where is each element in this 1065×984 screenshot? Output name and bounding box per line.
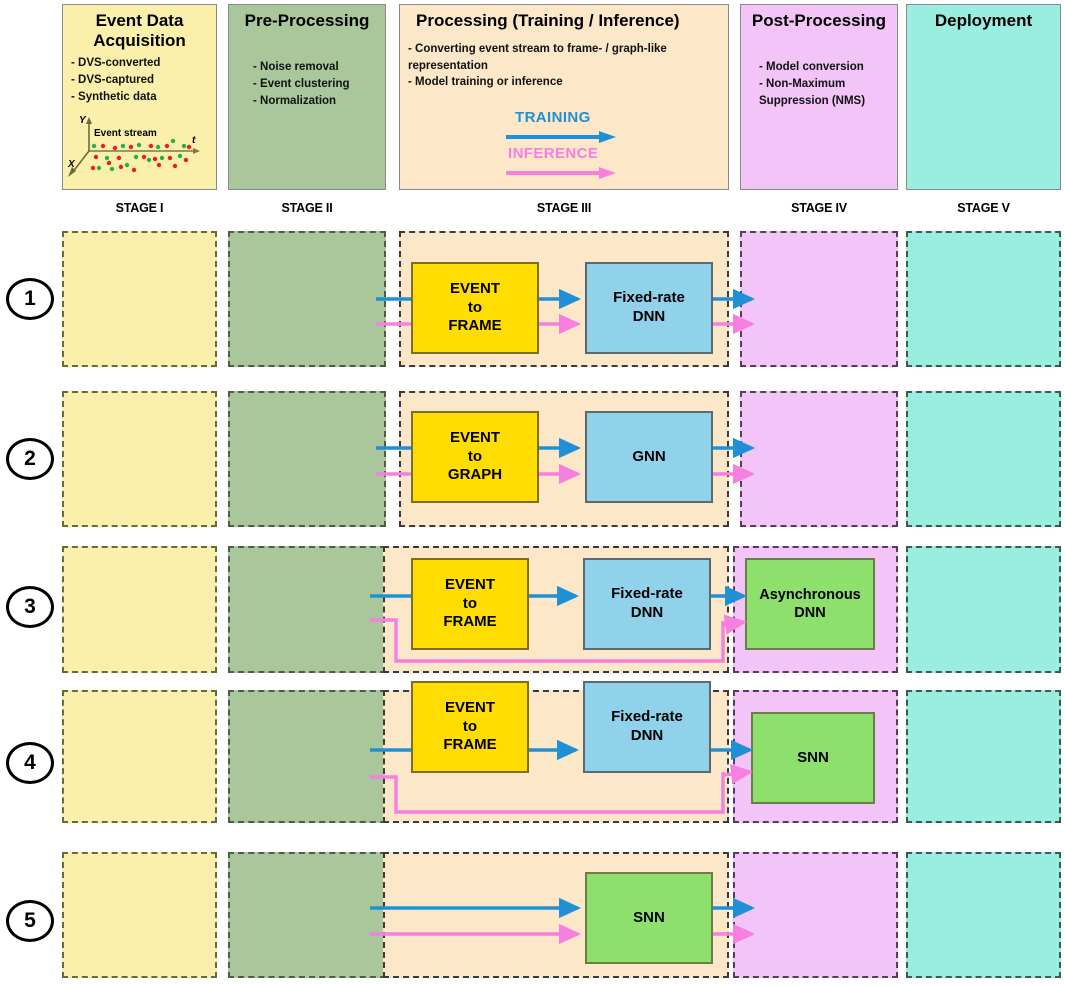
row-2-cell-stage-4 xyxy=(740,391,898,527)
row-4-cell-stage-1 xyxy=(62,690,217,823)
row-2-box-event-to-graph[interactable]: EVENT to GRAPH xyxy=(411,411,539,503)
box-label: GNN xyxy=(632,447,666,465)
event-plot-caption: Event stream xyxy=(94,128,157,139)
event-plot-t-label: t xyxy=(192,135,196,146)
row-4-box-fixed-rate-dnn[interactable]: Fixed-rate DNN xyxy=(583,681,711,773)
row-1-box-event-to-frame[interactable]: EVENT to FRAME xyxy=(411,262,539,354)
header-title-stage-5: Deployment xyxy=(934,11,1033,30)
stage-label-4: STAGE IV xyxy=(791,201,847,215)
header-bullet: - DVS-captured xyxy=(71,74,155,87)
stage-label-5: STAGE V xyxy=(957,201,1010,215)
box-label: Fixed-rate DNN xyxy=(613,289,685,325)
row-4-cell-stage-2 xyxy=(228,690,386,823)
row-number-3: 3 xyxy=(6,586,54,628)
legend-arrow-training xyxy=(506,131,616,143)
row-2-cell-stage-2 xyxy=(228,391,386,527)
row-3-box-event-to-frame[interactable]: EVENT to FRAME xyxy=(411,558,529,650)
event-plot-x-label: X xyxy=(68,159,75,170)
box-label: Asynchronous DNN xyxy=(759,586,861,621)
row-2-box-gnn[interactable]: GNN xyxy=(585,411,713,503)
row-5-box-snn[interactable]: SNN xyxy=(585,872,713,964)
header-card-stage-2: Pre-Processing - Noise removal - Event c… xyxy=(228,4,386,190)
row-4-box-snn[interactable]: SNN xyxy=(751,712,875,804)
header-bullet: Suppression (NMS) xyxy=(759,95,866,108)
event-stream-plot: Y X t Event stream xyxy=(63,113,218,189)
header-bullet: - Noise removal xyxy=(253,61,339,74)
header-title-stage-2: Pre-Processing xyxy=(244,11,370,30)
row-5-cell-stage-2 xyxy=(228,852,386,978)
row-1-cell-stage-1 xyxy=(62,231,217,367)
row-3-cell-stage-5 xyxy=(906,546,1061,673)
box-label: EVENT to GRAPH xyxy=(447,428,503,484)
header-bullet: - Event clustering xyxy=(253,78,350,91)
row-1-box-fixed-rate-dnn[interactable]: Fixed-rate DNN xyxy=(585,262,713,354)
row-number-5: 5 xyxy=(6,900,54,942)
header-bullet: - Model conversion xyxy=(759,61,864,74)
row-1-cell-stage-5 xyxy=(906,231,1061,367)
row-1-cell-stage-4 xyxy=(740,231,898,367)
header-body-line: - Model training or inference xyxy=(408,76,563,89)
box-label: Fixed-rate DNN xyxy=(611,585,683,621)
box-label: SNN xyxy=(797,748,829,766)
box-label: EVENT to FRAME xyxy=(443,575,497,631)
row-4-cell-stage-5 xyxy=(906,690,1061,823)
row-3-cell-stage-1 xyxy=(62,546,217,673)
event-plot-y-label: Y xyxy=(79,115,86,126)
row-2-cell-stage-5 xyxy=(906,391,1061,527)
legend-arrow-inference xyxy=(506,167,616,179)
box-label: EVENT to FRAME xyxy=(448,279,502,335)
row-2-cell-stage-1 xyxy=(62,391,217,527)
row-number-4: 4 xyxy=(6,742,54,784)
row-3-box-asynchronous-dnn[interactable]: Asynchronous DNN xyxy=(745,558,875,650)
header-title-stage-1: Event Data Acquisition xyxy=(93,11,186,51)
row-4-box-event-to-frame[interactable]: EVENT to FRAME xyxy=(411,681,529,773)
header-bullet: - Non-Maximum xyxy=(759,78,846,91)
row-1-cell-stage-2 xyxy=(228,231,386,367)
header-title-stage-3: Processing (Training / Inference) xyxy=(416,11,680,30)
row-5-cell-stage-5 xyxy=(906,852,1061,978)
header-title-stage-4: Post-Processing xyxy=(751,11,887,30)
box-label: EVENT to FRAME xyxy=(443,698,497,754)
header-card-stage-4: Post-Processing - Model conversion - Non… xyxy=(740,4,898,190)
row-3-box-fixed-rate-dnn[interactable]: Fixed-rate DNN xyxy=(583,558,711,650)
box-label: SNN xyxy=(633,908,665,926)
row-5-cell-stage-1 xyxy=(62,852,217,978)
header-bullet: - Normalization xyxy=(253,95,337,108)
stage-label-3: STAGE III xyxy=(536,201,592,215)
row-number-1: 1 xyxy=(6,278,54,320)
row-3-cell-stage-2 xyxy=(228,546,386,673)
header-body-line: representation xyxy=(408,59,488,72)
header-bullet: - DVS-converted xyxy=(71,57,161,70)
legend-label-inference: INFERENCE xyxy=(508,145,599,162)
legend-label-training: TRAINING xyxy=(515,109,591,126)
header-bullets-stage-2: - Noise removal - Event clustering - Nor… xyxy=(237,59,377,110)
header-bullets-stage-1: - DVS-converted - DVS-captured - Synthet… xyxy=(71,55,208,106)
header-bullets-stage-4: - Model conversion - Non-Maximum Suppres… xyxy=(749,59,889,110)
stage-label-2: STAGE II xyxy=(281,201,333,215)
header-body-line: - Converting event stream to frame- / gr… xyxy=(408,43,667,56)
stage-label-1: STAGE I xyxy=(115,201,164,215)
row-number-2: 2 xyxy=(6,438,54,480)
header-bullet: - Synthetic data xyxy=(71,91,157,104)
header-card-stage-5: Deployment xyxy=(906,4,1061,190)
header-card-stage-1: Event Data Acquisition - DVS-converted -… xyxy=(62,4,217,190)
header-body-stage-3: - Converting event stream to frame- / gr… xyxy=(408,41,720,91)
box-label: Fixed-rate DNN xyxy=(611,708,683,744)
row-5-cell-stage-4 xyxy=(733,852,898,978)
header-card-stage-3: Processing (Training / Inference) - Conv… xyxy=(399,4,729,190)
